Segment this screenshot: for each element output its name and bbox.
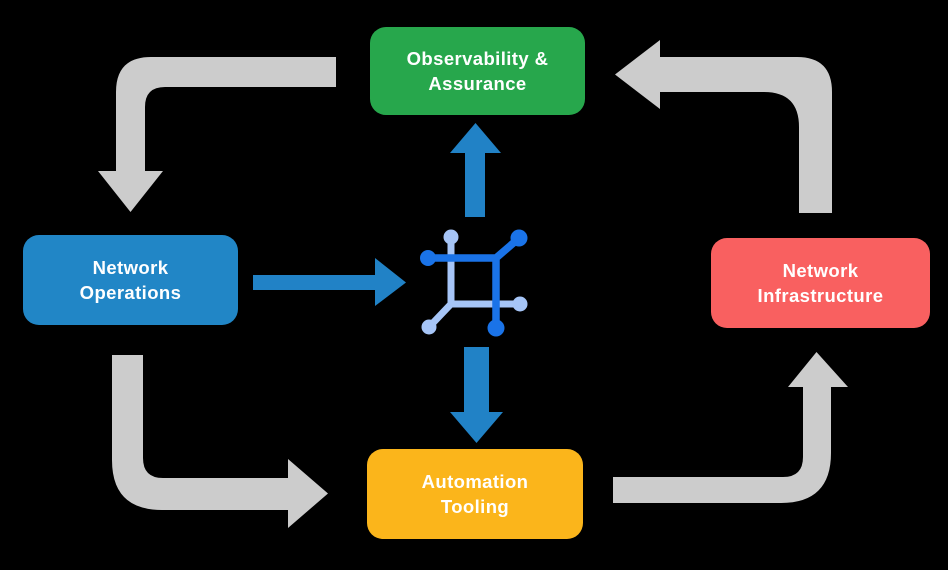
node-infrastructure-label-line1: Network xyxy=(782,260,859,281)
node-observability-assurance: Observability & Assurance xyxy=(370,27,585,115)
cycle-arrow-automation-to-infra xyxy=(613,352,848,503)
node-operations-label-line1: Network xyxy=(92,257,169,278)
network-hub-icon xyxy=(420,229,528,337)
flow-arrow-hub-to-obs xyxy=(450,123,501,217)
cycle-arrow-netops-to-automation xyxy=(112,355,328,528)
node-automation-tooling: Automation Tooling xyxy=(367,449,583,539)
node-automation-label-line2: Tooling xyxy=(440,496,510,517)
node-automation-label-line1: Automation xyxy=(421,471,529,492)
node-operations-label-line2: Operations xyxy=(79,282,182,303)
node-network-infrastructure: Network Infrastructure xyxy=(711,238,930,328)
cycle-arrow-obs-to-netops xyxy=(98,57,336,212)
node-infrastructure-label-line2: Infrastructure xyxy=(757,285,884,306)
cycle-arrow-infra-to-obs xyxy=(615,40,832,213)
flow-arrow-netops-to-hub xyxy=(253,258,406,306)
node-network-operations: Network Operations xyxy=(23,235,238,325)
flow-arrow-hub-to-automation xyxy=(450,347,503,443)
network-hub-icon-dark-nodes xyxy=(420,229,528,337)
node-observability-label-line2: Assurance xyxy=(428,73,527,94)
network-hub-icon-light-nodes xyxy=(421,229,528,335)
node-observability-label-line1: Observability & xyxy=(406,48,549,69)
